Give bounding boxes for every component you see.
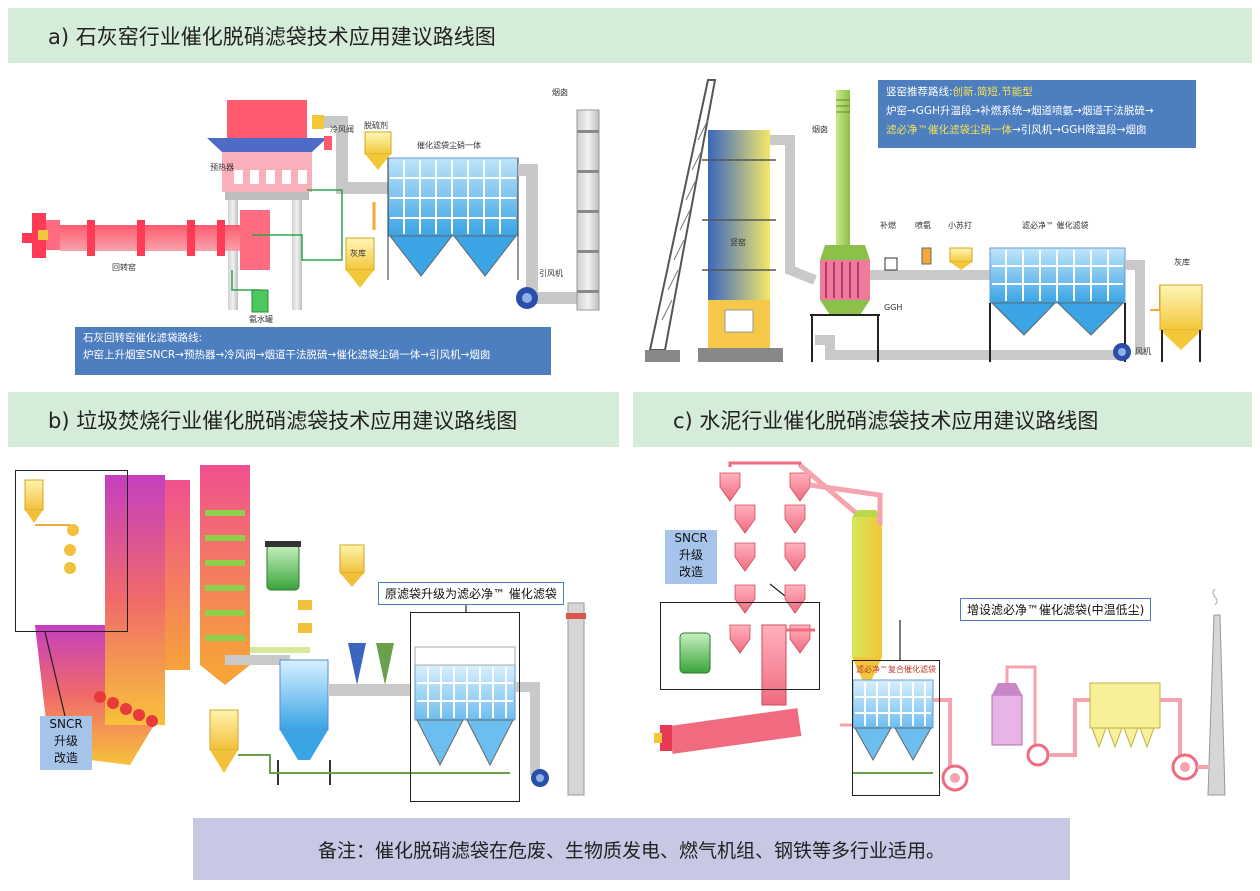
ammonia-tank-c bbox=[679, 632, 711, 674]
label-chimney: 烟囱 bbox=[552, 87, 568, 97]
kiln-tail-filter bbox=[1089, 682, 1161, 729]
route-box-a-right: 竖窑推荐路线:创新.简短.节能型 炉窑→GGH升温段→补燃系统→烟道喷氨→烟道干… bbox=[878, 80, 1196, 148]
label-ammonia-tank: 氨水罐 bbox=[249, 314, 273, 324]
label-induced-fan: 引风机 bbox=[539, 268, 563, 278]
route-line2: 炉窑→GGH升温段→补燃系统→烟道喷氨→烟道干法脱硫→ bbox=[886, 105, 1154, 117]
label-shaft-kiln: 竖窑 bbox=[730, 237, 746, 247]
sncr-b-line1: SNCR bbox=[49, 717, 83, 731]
header-a: a) 石灰窑行业催化脱硝滤袋技术应用建议路线图 bbox=[8, 8, 1252, 63]
preheater-top bbox=[227, 100, 307, 138]
chimney-b bbox=[567, 602, 585, 796]
cement-process-svg bbox=[654, 461, 1226, 796]
chimney-c bbox=[1207, 614, 1226, 796]
incineration-process-svg bbox=[24, 465, 586, 796]
route-text-a-left: 炉窑上升烟室SNCR→预热器→冷风阀→烟道干法脱硫→催化滤袋尘硝一体→引风机→烟… bbox=[83, 349, 491, 361]
label-ggh: GGH bbox=[884, 303, 902, 312]
sncr-c-line3: 改造 bbox=[678, 565, 703, 579]
cement-rotary-kiln bbox=[668, 708, 802, 754]
semi-dry-reactor bbox=[279, 659, 329, 731]
preheater-hood bbox=[207, 138, 327, 152]
shaft-kiln bbox=[708, 130, 770, 300]
sncr-b-line3: 改造 bbox=[53, 751, 78, 765]
route-box-a-left: 石灰回转窑催化滤袋路线: 炉窑上升烟室SNCR→预热器→冷风阀→烟道干法脱硫→催… bbox=[75, 327, 551, 375]
label-ammonia-spray: 喷氨 bbox=[915, 220, 931, 230]
upgrade-label-b: 原滤袋升级为滤必净™ 催化滤袋 bbox=[378, 582, 564, 605]
route-title-a-left: 石灰回转窑催化滤袋路线: bbox=[83, 332, 203, 344]
sncr-frame-b bbox=[15, 470, 128, 632]
label-bag-filter: 滤必净™ 催化滤袋 bbox=[1022, 220, 1089, 230]
label-chimney-right: 烟囱 bbox=[812, 124, 828, 134]
route-title-highlight: 创新.简短.节能型 bbox=[952, 86, 1033, 98]
ammonia-tank bbox=[251, 289, 269, 313]
lime-slurry-tank bbox=[266, 544, 300, 591]
footnote: 备注：催化脱硝滤袋在危废、生物质发电、燃气机组、钢铁等多行业适用。 bbox=[193, 818, 1070, 880]
ash-silo-right bbox=[1159, 284, 1203, 331]
green-chimney bbox=[836, 90, 850, 260]
route-line3-highlight: 滤必净™催化滤袋尘硝一体 bbox=[886, 124, 1012, 136]
sncr-c-line2: 升级 bbox=[678, 548, 703, 562]
bag-filter-b bbox=[414, 664, 516, 721]
shaft-kiln-process-svg: 烟囱 竖窑 补燃 喷氨 小苏打 滤必净™ 催化滤袋 灰库 GGH 风机 bbox=[645, 79, 1203, 362]
route-title-prefix: 竖窑推荐路线: bbox=[886, 86, 953, 98]
bag-frame-c bbox=[852, 660, 940, 796]
panel-c-diagram bbox=[640, 455, 1252, 805]
boiler-chamber bbox=[105, 475, 165, 725]
sncr-c-line1: SNCR bbox=[674, 531, 708, 545]
sncr-b-line2: 升级 bbox=[53, 734, 78, 748]
bag-filter-c bbox=[852, 679, 934, 729]
panel-a-right-diagram: 烟囱 竖窑 补燃 喷氨 小苏打 滤必净™ 催化滤袋 灰库 GGH 风机 bbox=[640, 70, 1252, 382]
header-c-title: c) 水泥行业催化脱硝滤袋技术应用建议路线图 bbox=[673, 408, 1099, 433]
ash-silo bbox=[345, 237, 375, 271]
panel-a-left-diagram: 预热器 冷风阀 脱硫剂 催化滤袋尘硝一体 烟囱 灰库 引风机 氨水罐 回转窑 bbox=[12, 70, 622, 382]
label-soda: 小苏打 bbox=[948, 220, 972, 230]
label-ash-silo-right: 灰库 bbox=[1174, 257, 1190, 267]
sncr-label-c: SNCR 升级 改造 bbox=[665, 530, 717, 584]
sncr-frame-c bbox=[660, 602, 820, 690]
add-label-c: 增设滤必净™催化滤袋(中温低尘) bbox=[960, 598, 1152, 621]
header-c: c) 水泥行业催化脱硝滤袋技术应用建议路线图 bbox=[633, 392, 1252, 447]
cold-air-valve bbox=[324, 136, 332, 150]
label-burner: 补燃 bbox=[880, 220, 896, 230]
route-line3-rest: →引风机→GGH降温段→烟囱 bbox=[1012, 124, 1147, 136]
header-b-title: b) 垃圾焚烧行业催化脱硝滤袋技术应用建议路线图 bbox=[48, 408, 518, 433]
label-ash-silo: 灰库 bbox=[350, 248, 366, 258]
label-preheater: 预热器 bbox=[210, 162, 234, 172]
label-rotary-kiln: 回转窑 bbox=[112, 262, 136, 272]
header-a-title: a) 石灰窑行业催化脱硝滤袋技术应用建议路线图 bbox=[48, 24, 496, 49]
ggh-unit bbox=[820, 260, 870, 300]
flue-duct bbox=[324, 116, 388, 194]
conditioning-tower bbox=[852, 517, 882, 657]
raw-mill bbox=[991, 694, 1023, 746]
label-cold-air-valve: 冷风阀 bbox=[330, 124, 354, 134]
sncr-label-b: SNCR 升级 改造 bbox=[40, 716, 92, 770]
label-fan: 风机 bbox=[1135, 346, 1151, 356]
header-b: b) 垃圾焚烧行业催化脱硝滤袋技术应用建议路线图 bbox=[8, 392, 619, 447]
bag-title-c: 滤必净™复合催化滤袋 bbox=[856, 665, 936, 674]
label-desulfurizer: 脱硫剂 bbox=[364, 120, 388, 130]
footnote-text: 备注：催化脱硝滤袋在危废、生物质发电、燃气机组、钢铁等多行业适用。 bbox=[317, 839, 945, 862]
panel-b-diagram bbox=[10, 455, 618, 805]
rotary-kiln-process-svg: 预热器 冷风阀 脱硫剂 催化滤袋尘硝一体 烟囱 灰库 引风机 氨水罐 回转窑 bbox=[22, 87, 600, 324]
label-bag-unit: 催化滤袋尘硝一体 bbox=[417, 140, 481, 150]
bag-frame-b bbox=[410, 612, 520, 802]
